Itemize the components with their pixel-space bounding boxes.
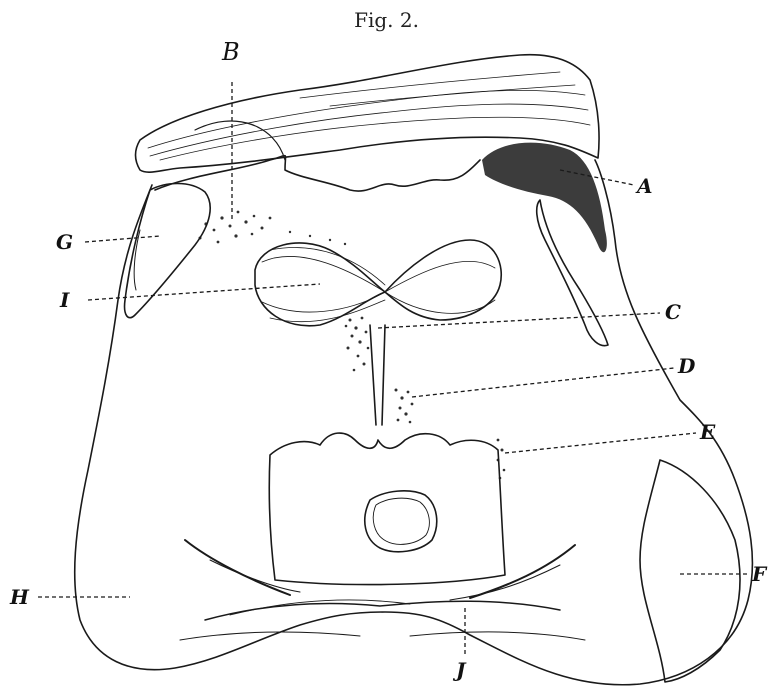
- label-e: E: [700, 422, 715, 442]
- label-a: A: [637, 176, 653, 196]
- inner-ridge: [155, 156, 480, 192]
- right-lobe: [640, 460, 740, 682]
- chiasm-right: [385, 240, 501, 320]
- central-chamber: [269, 433, 505, 585]
- label-c: C: [665, 302, 681, 322]
- label-j: J: [456, 660, 465, 680]
- label-d: D: [678, 356, 695, 376]
- label-f: F: [752, 564, 766, 584]
- left-wing: [125, 184, 211, 318]
- leader-lines: [38, 82, 748, 655]
- outer-outline: [75, 160, 753, 685]
- label-i: I: [60, 290, 69, 310]
- label-b: B: [222, 40, 240, 64]
- label-h: H: [10, 587, 29, 607]
- central-canal: [365, 491, 437, 552]
- label-g: G: [56, 232, 73, 252]
- stippling: [199, 143, 607, 480]
